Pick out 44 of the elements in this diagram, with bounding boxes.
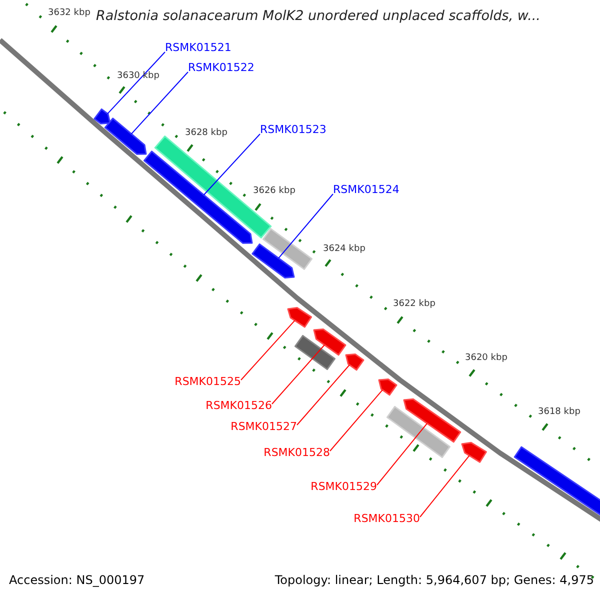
scale-label: 3618 kbp [538,408,580,418]
scale-label: 3620 kbp [465,354,508,364]
scale-label: 3624 kbp [323,245,366,255]
gene-block [94,108,111,124]
feature-bar [262,228,313,270]
scale-label: 3626 kbp [253,187,296,197]
gene-label: RSMK01530 [354,513,420,526]
gene-label: RSMK01524 [333,184,400,196]
gene-block [143,150,253,244]
genome-summary-text: Topology: linear; Length: 5,964,607 bp; Genes: 4,975 [274,574,594,588]
gene-block [345,353,364,371]
leader-line [240,320,296,380]
gene-label: RSMK01528 [264,447,330,460]
scale-label: 3628 kbp [185,129,228,139]
gene-label: RSMK01529 [310,481,377,494]
scale-label: 3632 kbp [48,9,90,19]
gene-label: RSMK01522 [188,62,254,74]
gene-block [104,118,147,155]
gene-label: RSMK01525 [174,376,241,388]
leader-line [330,389,384,452]
leader-line [130,72,188,134]
gene-label: RSMK01521 [165,42,232,54]
leader-line [203,134,260,196]
gene-label: RSMK01523 [260,124,326,136]
gene-label: RSMK01527 [230,421,297,434]
leader-line [420,455,470,518]
leader-line [272,344,326,404]
leader-line [278,194,334,259]
gene-block [461,442,487,463]
gene-label: RSMK01526 [206,400,272,412]
scale-label: 3622 kbp [393,300,436,310]
leader-line [376,422,428,486]
gene-block [313,328,346,356]
gene-block [378,378,398,396]
scale-label: 3630 kbp [117,72,160,82]
feature-bar [386,406,451,458]
accession-text: Accession: NS_000197 [9,574,145,588]
leader-line [107,52,166,114]
gene-block [252,243,295,278]
map-title: Ralstonia solanacearum MolK2 unordered unplaced scaffolds, w... [96,9,540,24]
feature-bar [294,334,336,370]
leader-line [296,364,350,426]
gene-block [403,398,462,443]
gene-block [287,307,312,328]
